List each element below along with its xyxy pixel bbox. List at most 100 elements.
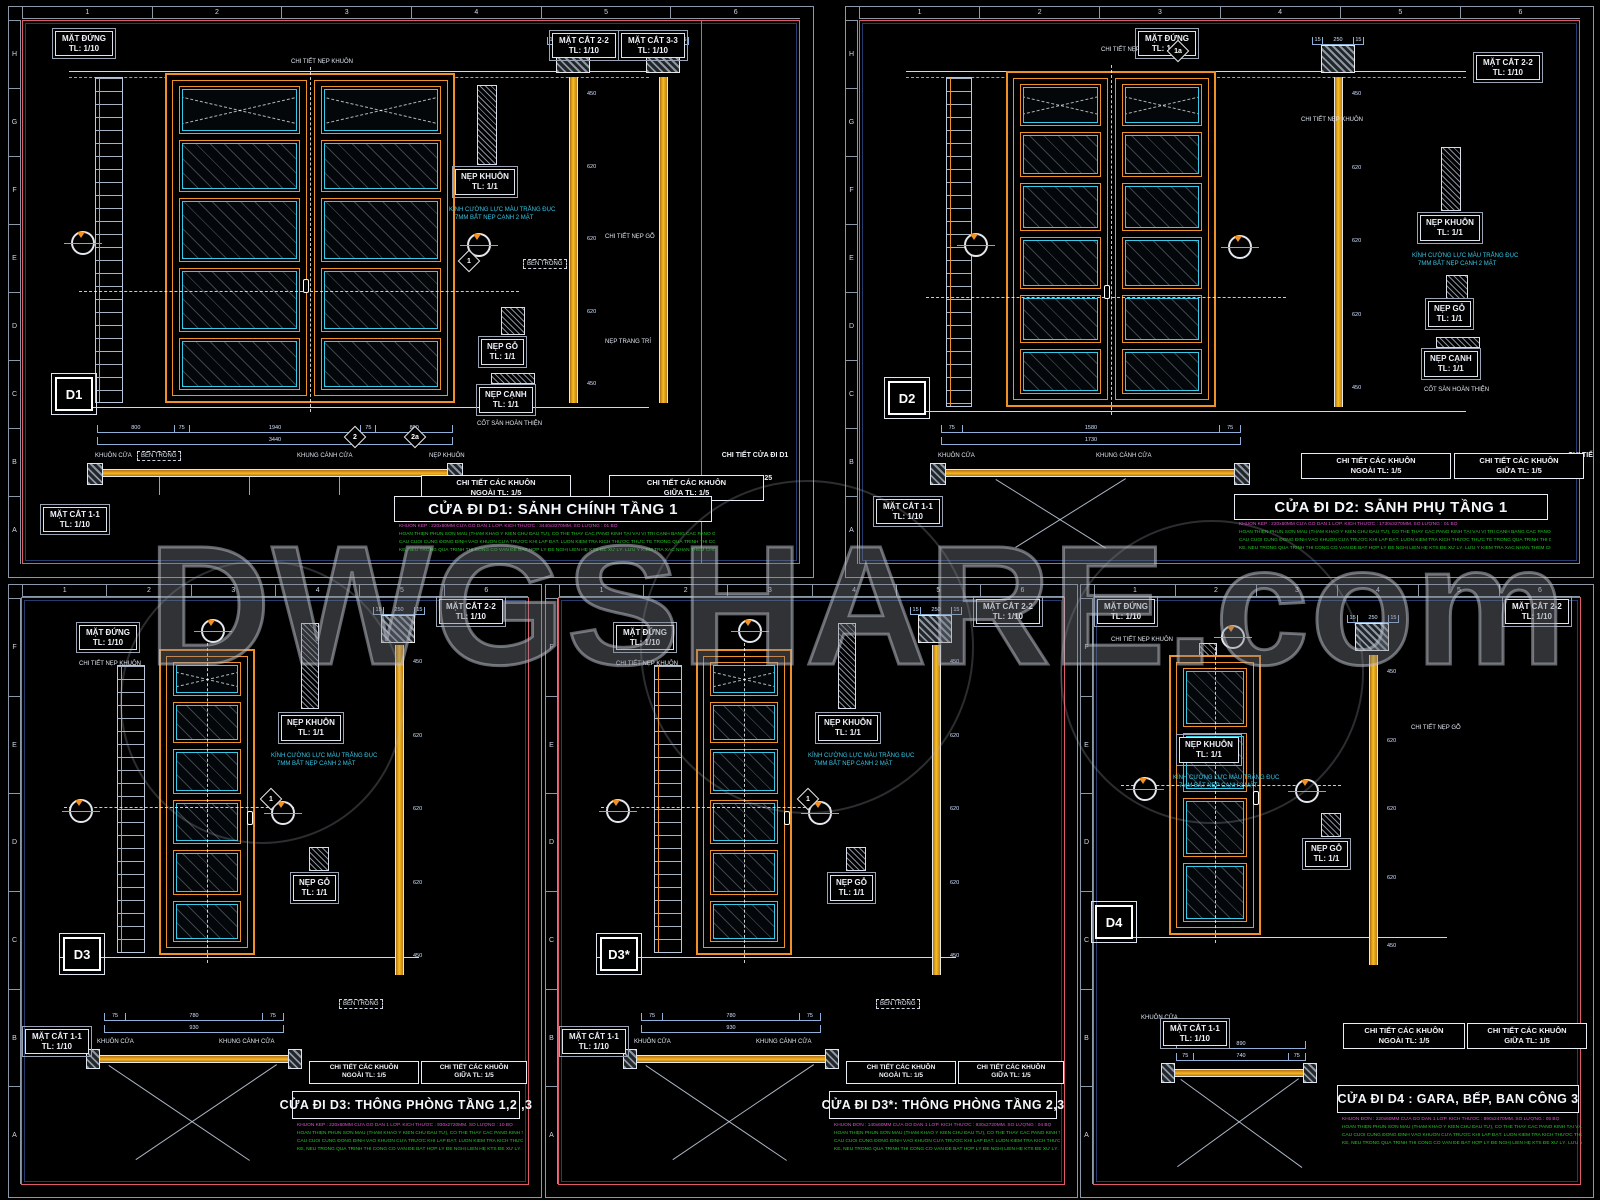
glass-panel <box>1121 349 1202 394</box>
grid-row-label: G <box>846 88 857 156</box>
keynote-diamond-1: 1 <box>796 787 820 811</box>
dim-value: 75 <box>104 1013 127 1020</box>
label-ben-trong: BÊN TRONG <box>523 259 567 269</box>
glass-panel <box>1020 132 1101 177</box>
vertical-section-bar <box>1334 77 1343 407</box>
dim-value: 15 <box>373 607 385 614</box>
note-line: KẾ, NẾU TRONG QUÁ TRÌNH THI CÔNG CÓ VẤN … <box>1239 545 1551 551</box>
leader-label-nep-khuon: CHI TIẾT NẸP KHUÔN <box>1111 637 1174 643</box>
plan-section-bar <box>635 1055 825 1063</box>
plan-jamb-block <box>825 1049 839 1069</box>
dim-value: 620 <box>1387 806 1397 812</box>
molding-profile-nep-go <box>1321 813 1341 837</box>
dim-value: 450 <box>950 659 960 665</box>
grid-row-label: D <box>9 793 20 891</box>
glass-panel <box>179 337 300 390</box>
plan-jamb-block <box>86 1049 100 1069</box>
dim-value: 15 <box>1312 37 1324 44</box>
door-tag-d3s: D3* <box>596 933 642 975</box>
door-leaf-right <box>1114 78 1209 400</box>
label-khuon-cua: KHUÔN CỬA <box>97 1039 134 1045</box>
glass-panel <box>320 198 441 262</box>
leader-label-nep-khuon: CHI TIẾT NẸP KHUÔN <box>1101 47 1164 53</box>
note-line: KẾ, NẾU TRONG QUÁ TRÌNH THI CÔNG CÓ VẤN … <box>834 1146 1060 1152</box>
inner-red-frame <box>859 20 1580 564</box>
plan-section-bar <box>101 469 447 477</box>
lintel-section-block <box>918 615 952 643</box>
detail-marker-circle <box>1221 235 1259 259</box>
grid-row-label: F <box>846 156 857 224</box>
dim-value: 75 <box>1176 1053 1195 1060</box>
inner-blue-frame <box>25 23 797 561</box>
glass-spec-note-2: 7MM BẮT NẸP CẠNH 2 MẶT <box>455 215 534 221</box>
glass-spec-note-2: 7MM BẮT NẸP CẠNH 2 MẶT <box>814 761 893 767</box>
glass-spec-note-1: KÍNH CƯỜNG LỰC MÀU TRẮNG ĐỤC <box>449 207 556 213</box>
lintel-section-block <box>1321 45 1355 73</box>
grid-col-label: 2 <box>643 585 727 596</box>
grid-col-label: 4 <box>274 585 359 596</box>
inner-blue-frame <box>862 23 1577 561</box>
note-line: HOÀN THIỆN PHUN SƠN MÀU (THAM KHẢO Ý KIẾ… <box>399 531 715 537</box>
dim-value: 450 <box>1387 943 1397 949</box>
leader-label-nep-khuon: CHI TIẾT NẸP KHUÔN <box>291 59 354 65</box>
detail-marker-circle <box>194 619 232 643</box>
keynote-diamond-1a: 1a <box>1166 39 1190 63</box>
plan-section-bar <box>944 469 1234 477</box>
grid-col-label: 6 <box>1459 7 1580 18</box>
glass-spec-note-1: KÍNH CƯỜNG LỰC MÀU TRẮNG ĐỤC <box>271 753 378 759</box>
dim-value: 620 <box>587 163 597 170</box>
note-line: CẦU CUỐI CÙNG ĐÓNG ĐINH VÀO KHUÔN CỬA TR… <box>834 1138 1060 1144</box>
dim-value: 250 <box>1358 615 1389 622</box>
grid-row-label: E <box>1081 695 1092 794</box>
leader-label-nep-go: CHI TIẾT NẸP GỖ <box>1411 725 1461 731</box>
dim-value: 620 <box>587 308 597 315</box>
label-cot-san: CỐT SÀN HOÀN THIỆN <box>477 421 543 427</box>
grid-col-label: 2 <box>151 7 282 18</box>
door-leaf-left <box>1013 78 1108 400</box>
glass-panel <box>1020 349 1101 394</box>
grid-col-label: 6 <box>443 585 528 596</box>
transom-panel <box>1020 84 1101 126</box>
grid-col-label: 6 <box>979 585 1064 596</box>
grid-row-label: A <box>9 1086 20 1184</box>
plan-total-dim: 930 <box>104 1025 284 1033</box>
grid-row-label: F <box>1081 598 1092 696</box>
dim-value: 450 <box>587 381 597 387</box>
label-khuon-cua: KHUÔN CỬA <box>95 453 132 459</box>
plan-jamb-block <box>288 1049 302 1069</box>
dim-value: 15 <box>415 607 426 614</box>
glass-panel <box>179 140 300 193</box>
grid-row-label: A <box>1081 1086 1092 1184</box>
grid-col-label: 4 <box>1337 585 1418 596</box>
plan-jamb-block <box>930 463 946 485</box>
dim-value: 15 <box>1389 615 1400 622</box>
vertical-section-bar <box>932 645 941 975</box>
door-centerline <box>207 643 208 963</box>
inner-red-frame <box>22 20 800 564</box>
glass-panel <box>1121 132 1202 177</box>
dim-value: 800 <box>97 425 175 432</box>
door-centerline <box>1111 65 1112 415</box>
note-line: HOÀN THIỆN PHUN SƠN MÀU (THAM KHẢO Ý KIẾ… <box>834 1130 1060 1136</box>
keynote-diamond-1: 1 <box>457 249 481 273</box>
dim-value: 75 <box>1220 425 1242 432</box>
glass-panel <box>320 337 441 390</box>
dim-value: 620 <box>1352 238 1362 244</box>
label-khung-canh-cua: KHUNG CÁNH CỬA <box>1096 453 1152 459</box>
detail-marker-circle <box>599 799 637 823</box>
handle-height-line <box>79 291 519 292</box>
leader-label-nep-khuon: CHI TIẾT NẸP KHUÔN <box>616 661 679 667</box>
